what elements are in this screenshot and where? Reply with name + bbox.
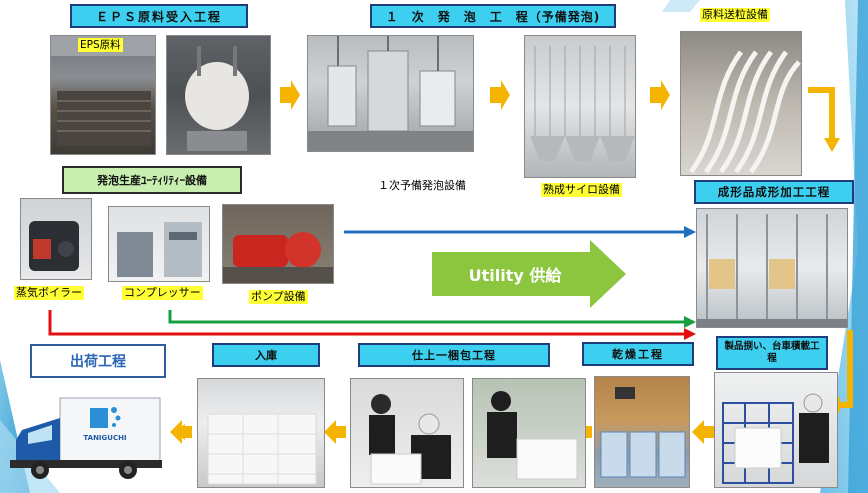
aging-silo-label: 熟成サイロ設備 [541,183,622,197]
eps-bag-photo [166,35,271,155]
pump-label: ポンプ設備 [249,290,308,304]
utility-supply-label: Utility 供給 [468,266,562,285]
eps-material-label: EPS原料 [78,38,123,52]
aging-silo-photo [524,35,636,178]
utility-equipment-header: 発泡生産ﾕｰﾃｨﾘﾃｨｰ設備 [62,166,242,194]
primary-foaming-header: １ 次 発 泡 工 程（予備発泡) [370,4,616,28]
finishing-worker-photo-1 [350,378,464,488]
eps-receiving-header: ＥＰＳ原料受入工程 [70,4,248,28]
product-handling-header: 製品捌い、台車積載工程 [716,336,828,370]
warehouse-stock-photo [197,378,325,488]
truck-brand-label: TANIGUCHI [83,434,127,442]
drying-header: 乾燥工程 [582,342,694,366]
molding-machine-photo [696,208,848,328]
drying-room-photo [594,376,690,488]
prefoam-machine-photo [307,35,474,152]
shipping-header: 出荷工程 [30,344,166,378]
pump-photo [222,204,334,284]
material-feed-label: 原料送粒設備 [700,8,770,22]
compressor-label: コンプレッサー [122,286,203,300]
boiler-label: 蒸気ボイラー [14,286,84,300]
eps-raw-material-photo [50,35,156,155]
compressor-photo [108,206,210,282]
finishing-worker-photo-2 [472,378,586,488]
boiler-photo [20,198,92,280]
product-handling-photo [714,372,838,488]
finishing-packing-header: 仕上一梱包工程 [358,343,550,367]
material-feed-photo [680,31,802,176]
warehousing-header: 入庫 [212,343,320,367]
prefoam-equipment-label: １次予備発泡設備 [378,179,466,192]
molding-header: 成形品成形加工工程 [694,180,854,204]
